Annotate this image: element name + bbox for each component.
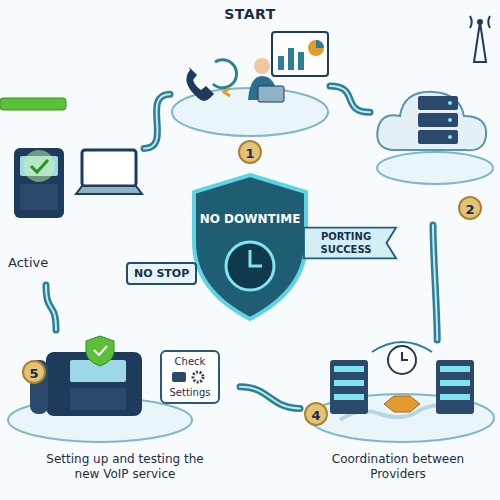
pipe-outer (330, 86, 370, 112)
cloud-step: 2 (370, 20, 496, 225)
pipe-outer (144, 94, 170, 148)
node-text: NO DOWNTIME (195, 212, 305, 226)
pipeline-connector (46, 285, 56, 330)
pipe-outer (433, 225, 437, 340)
active-station-illustration (0, 98, 142, 218)
start-step: START 1 (170, 4, 330, 168)
pipe-inner (144, 94, 170, 148)
start-illustration (172, 32, 328, 136)
node-text: Setting up and testing the new VoIP serv… (40, 452, 210, 482)
step-number: 2 (458, 196, 482, 220)
node-text: NO STOP (134, 267, 189, 280)
cloud-server-illustration (377, 16, 493, 184)
downtime-shield: NO DOWNTIME (188, 172, 312, 322)
step-number: 5 (22, 360, 46, 384)
pipe-outer (240, 387, 300, 409)
pipeline-connector (144, 94, 170, 148)
pipe-inner (433, 225, 437, 340)
step-number: 4 (304, 402, 328, 426)
active-step: Active (4, 90, 144, 285)
pipe-outer (46, 285, 56, 330)
pipeline-connector (330, 86, 370, 112)
coordination-illustration (310, 342, 494, 442)
pipe-inner (46, 285, 56, 330)
shield-outline (188, 172, 312, 322)
settings-icons (168, 369, 212, 385)
node-text: Check (168, 356, 212, 367)
pipe-inner (330, 86, 370, 112)
pipeline-connector (240, 387, 300, 409)
coordination-step: 4Coordination between Providers (300, 340, 496, 492)
node-text: PORTING SUCCESS (310, 230, 382, 256)
pipeline-connector (433, 225, 437, 340)
node-text: Active (8, 255, 48, 270)
node-text: Coordination between Providers (328, 452, 468, 482)
pipe-inner (240, 387, 300, 409)
step-number: 1 (238, 140, 262, 164)
stop-tag: NO STOP (126, 262, 197, 285)
node-text: START (170, 6, 330, 22)
success-flag: PORTING SUCCESS (302, 226, 398, 260)
settings-callout: CheckSettings (160, 350, 220, 404)
node-text: Settings (168, 387, 212, 398)
